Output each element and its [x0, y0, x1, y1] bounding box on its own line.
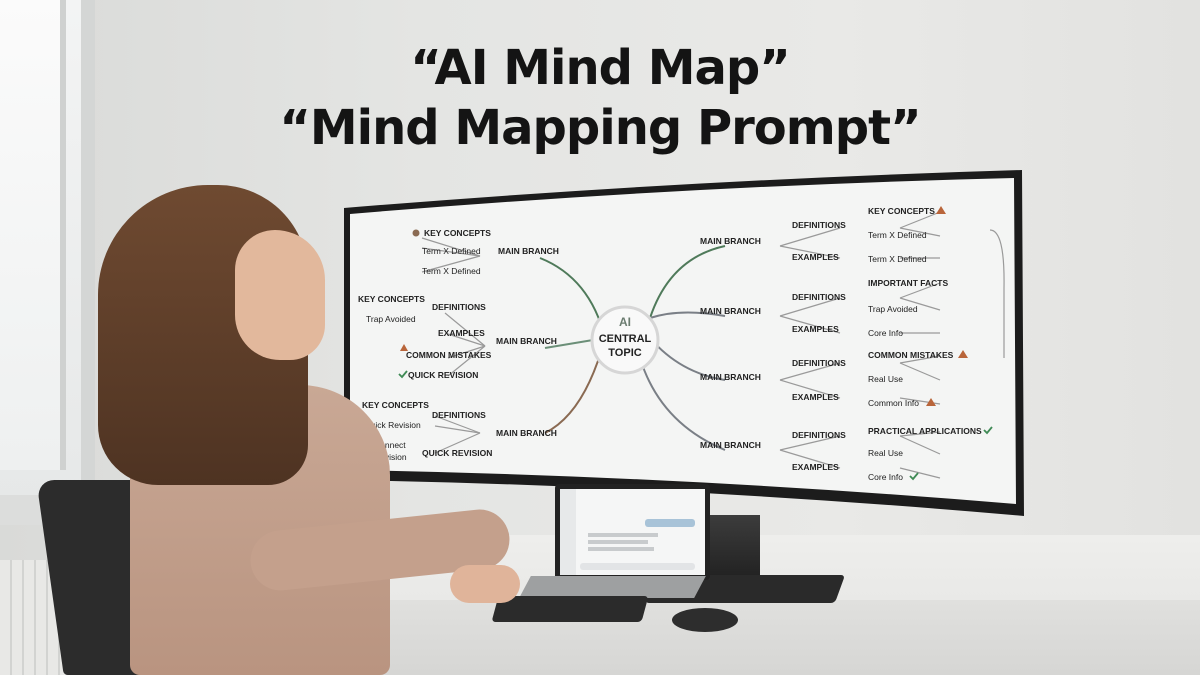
laptop-base — [519, 576, 706, 598]
left-1-leaf-3: Term X Defined — [422, 266, 481, 276]
desk-edge — [300, 600, 1200, 675]
right-3-leaf-1: COMMON MISTAKES — [868, 350, 954, 360]
left-2-leaf-4: QUICK REVISION — [408, 370, 478, 380]
right-1-sub-2: EXAMPLES — [792, 252, 839, 262]
right-3-sub-2: EXAMPLES — [792, 392, 839, 402]
check-icon — [909, 472, 919, 481]
central-topic-line-1: CENTRAL — [599, 333, 652, 345]
right-1-leaf-2: Term X Defined — [868, 230, 927, 240]
left-2-sub-2: EXAMPLES — [438, 328, 485, 338]
right-1-leaf-3: Term X Defined — [868, 254, 927, 264]
right-3-leaf-2: Real Use — [868, 374, 903, 384]
left-3-sub-2: QUICK REVISION — [422, 448, 492, 458]
left-2-sub-1: DEFINITIONS — [432, 302, 486, 312]
heading-line-2: “Mind Mapping Prompt” — [279, 100, 921, 156]
window-pane — [0, 0, 66, 470]
right-4-leaf-2: Real Use — [868, 448, 903, 458]
right-2-leaf-1: IMPORTANT FACTS — [868, 278, 948, 288]
right-branch-3: MAIN BRANCH — [700, 372, 761, 382]
person-hand — [450, 565, 520, 603]
warning-icon — [412, 229, 420, 237]
window — [0, 0, 95, 510]
right-branch-4: MAIN BRANCH — [700, 440, 761, 450]
central-topic-badge: AI — [619, 315, 631, 329]
right-4-sub-2: EXAMPLES — [792, 462, 839, 472]
check-icon — [398, 370, 408, 379]
warning-icon — [926, 398, 936, 406]
left-3-leaf-2: Quick Revision — [364, 420, 421, 430]
monitor: AI CENTRAL TOPIC MAIN BRANCH KEY CONCEPT… — [344, 170, 1024, 516]
left-3-leaf-3: Connect — [374, 440, 406, 450]
laptop-chat-screen — [560, 489, 705, 575]
right-2-leaf-3: Core Info — [868, 328, 903, 338]
right-1-leaf-1: KEY CONCEPTS — [868, 206, 935, 216]
laptop — [555, 484, 710, 580]
right-2-sub-1: DEFINITIONS — [792, 292, 846, 302]
check-icon — [983, 426, 993, 435]
central-topic-line-2: TOPIC — [608, 347, 641, 359]
left-2-leaf-3: COMMON MISTAKES — [406, 350, 492, 360]
central-topic-node: AI CENTRAL TOPIC — [590, 305, 660, 375]
right-branch-2: MAIN BRANCH — [700, 306, 761, 316]
right-branch-1: MAIN BRANCH — [700, 236, 761, 246]
left-3-sub-1: DEFINITIONS — [432, 410, 486, 420]
right-2-leaf-2: Trap Avoided — [868, 304, 918, 314]
left-2-leaf-1: KEY CONCEPTS — [358, 294, 425, 304]
warning-icon — [400, 344, 408, 351]
monitor-stand — [700, 515, 760, 585]
left-3-leaf-4: Revision — [374, 452, 407, 462]
right-3-leaf-3: Common Info — [868, 398, 919, 408]
warning-icon — [958, 350, 968, 358]
left-3-leaf-1: KEY CONCEPTS — [362, 400, 429, 410]
warning-icon — [936, 206, 946, 214]
keyboard — [491, 596, 649, 622]
right-4-leaf-1: PRACTICAL APPLICATIONS — [868, 426, 982, 436]
left-1-leaf-2: Term X Defined — [422, 246, 481, 256]
left-2-leaf-2: Trap Avoided — [366, 314, 416, 324]
heading-line-1: “AI Mind Map” — [410, 40, 791, 96]
right-4-sub-1: DEFINITIONS — [792, 430, 846, 440]
mouse — [672, 608, 738, 632]
person-face — [235, 230, 325, 360]
right-3-sub-1: DEFINITIONS — [792, 358, 846, 368]
left-branch-3: MAIN BRANCH — [496, 428, 557, 438]
left-branch-2: MAIN BRANCH — [496, 336, 557, 346]
left-branch-1: MAIN BRANCH — [498, 246, 559, 256]
right-2-sub-2: EXAMPLES — [792, 324, 839, 334]
monitor-screen — [350, 178, 1016, 504]
right-4-leaf-3: Core Info — [868, 472, 903, 482]
right-1-sub-1: DEFINITIONS — [792, 220, 846, 230]
left-1-leaf-1: KEY CONCEPTS — [424, 228, 491, 238]
